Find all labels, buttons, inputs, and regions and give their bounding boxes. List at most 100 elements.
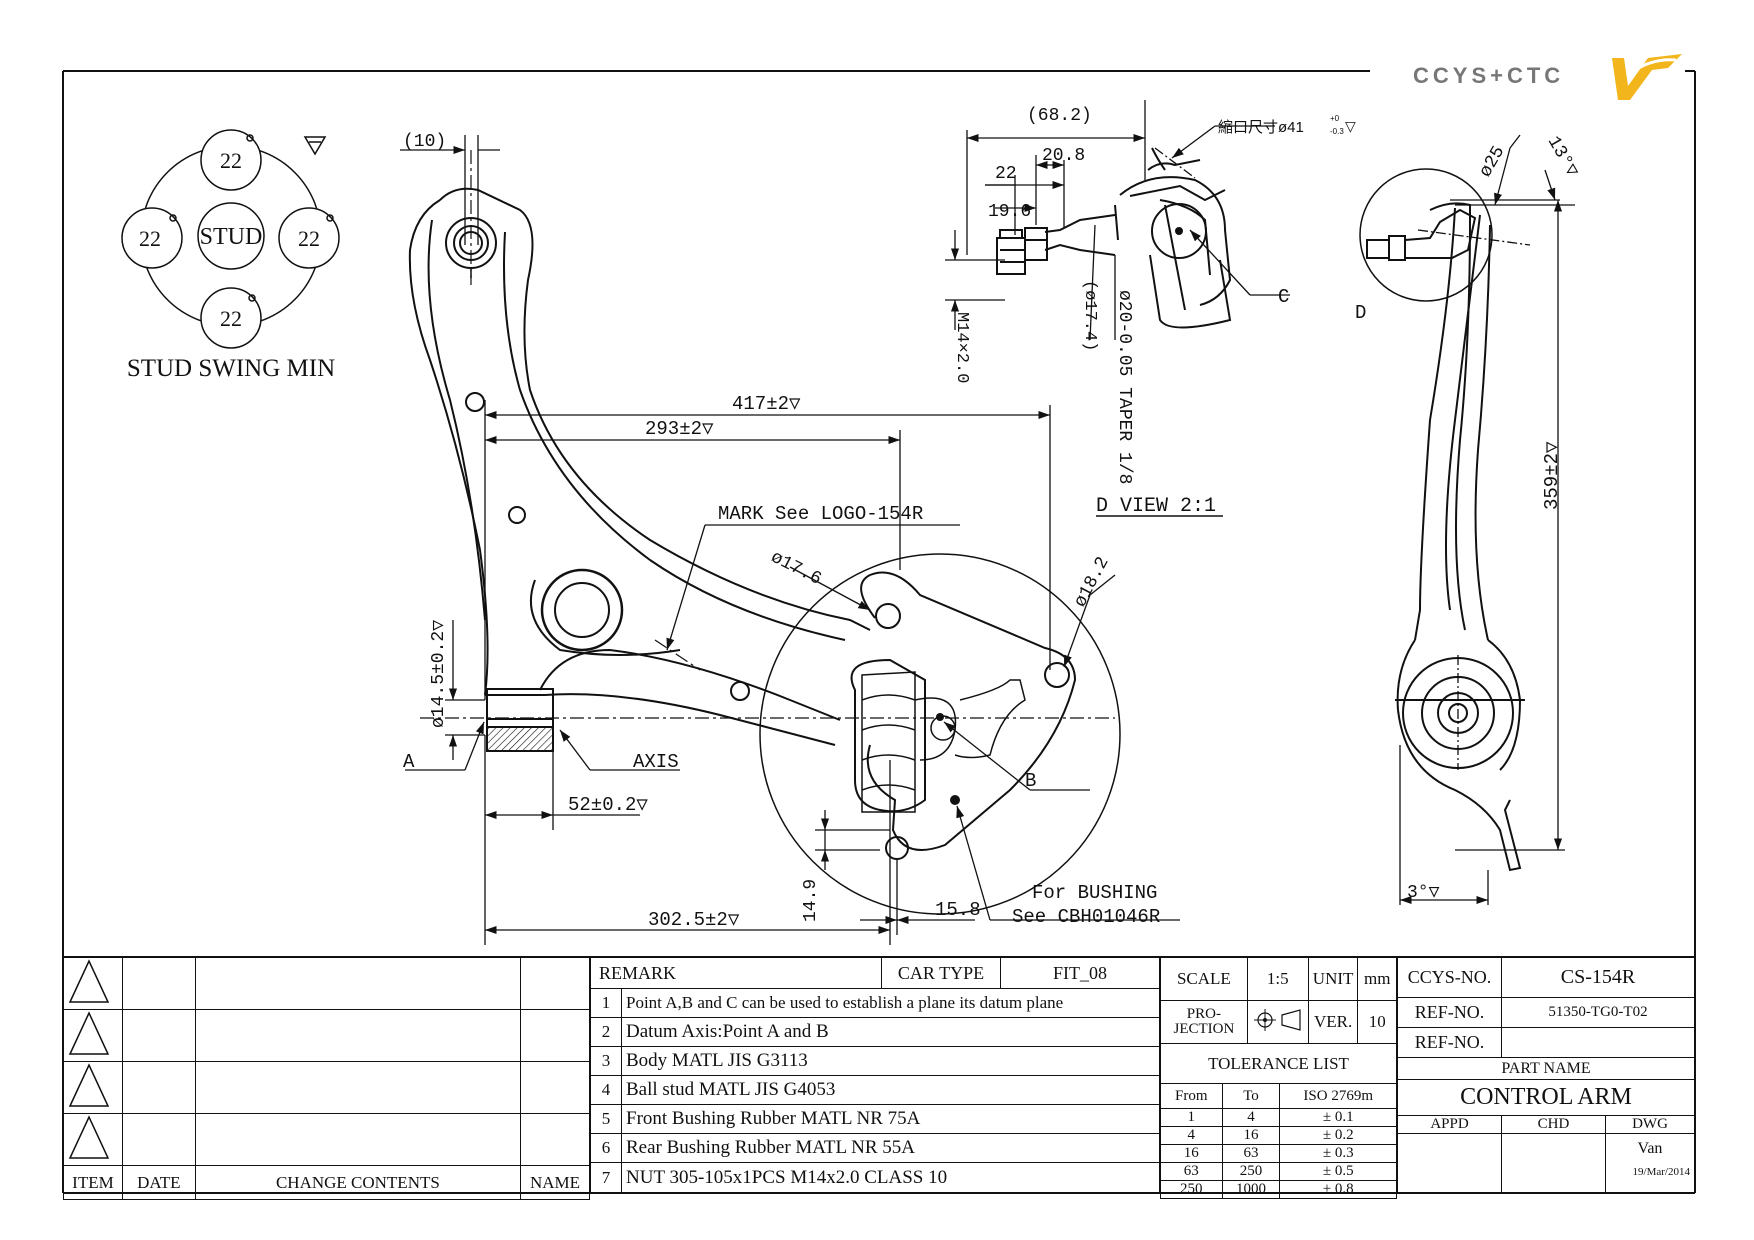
dim-417: 417±2▽ [732, 393, 801, 415]
appd-label: APPD [1397, 1115, 1502, 1134]
dim-52: 52±0.2▽ [568, 794, 648, 816]
angle-3: 3°▽ [1407, 883, 1440, 903]
dim-293: 293±2▽ [645, 418, 714, 440]
chd-label: CHD [1501, 1115, 1606, 1134]
d-view-detail [996, 147, 1232, 329]
dim-15-8: 15.8 [935, 899, 981, 921]
tol-from: 4 [1160, 1126, 1223, 1145]
shrink-tri: ▽ [1345, 118, 1356, 134]
ref-no-label: REF-NO. [1397, 997, 1502, 1028]
point-c-label: C [1278, 286, 1289, 308]
ver-label: VER. [1307, 1000, 1359, 1044]
tol-to: 4 [1221, 1108, 1281, 1127]
remark-text: Body MATL JIS G3113 [621, 1046, 1160, 1076]
d-view-title: D VIEW 2:1 [1096, 495, 1216, 518]
logo-mark-icon [1612, 54, 1682, 100]
revision-name-header: NAME [520, 1165, 590, 1200]
dim-359: 359±2▽ [1541, 441, 1563, 510]
tol-from: 16 [1160, 1144, 1223, 1163]
remark-header: REMARK [590, 957, 882, 989]
point-d-label: D [1355, 302, 1366, 324]
stud-swing-left: 22 [139, 226, 161, 251]
tol-to: 16 [1221, 1126, 1281, 1145]
logo-text: CCYS+CTC [1413, 63, 1564, 88]
dia-18-2: ø18.2 [1071, 554, 1114, 611]
tol-header-from: From [1160, 1083, 1223, 1109]
stud-swing-title: STUD SWING MIN [127, 355, 335, 382]
part-name-value: CONTROL ARM [1397, 1079, 1695, 1116]
tol-from: 1 [1160, 1108, 1223, 1127]
dim-20-8: 20.8 [1042, 146, 1085, 166]
revision-triangle-icon [68, 959, 110, 1003]
main-view-dimensions [400, 135, 1180, 945]
remark-text: Ball stud MATL JIS G4053 [621, 1075, 1160, 1105]
scale-value: 1:5 [1246, 957, 1309, 1001]
control-arm-side-view [1359, 168, 1525, 872]
stud-swing-top: 22 [220, 148, 242, 173]
dia-25: ø25 [1476, 143, 1510, 181]
projection-label-2: JECTION [1173, 1021, 1235, 1037]
stud-swing-center: STUD [200, 224, 263, 250]
axis-label: AXIS [633, 751, 679, 773]
remark-text: Datum Axis:Point A and B [621, 1017, 1160, 1047]
revision-triangle-icon [68, 1063, 110, 1107]
angle-13: 13°▽ [1543, 133, 1582, 181]
ccys-no-value: CS-154R [1501, 957, 1695, 998]
ref-no-2-value [1501, 1027, 1695, 1058]
drawing-date: 19/Mar/2014 [1632, 1166, 1690, 1178]
projection-label-1: PRO- [1186, 1006, 1221, 1022]
tol-to: 250 [1221, 1162, 1281, 1181]
logo-swoosh-icon [1629, 58, 1677, 76]
point-a-label: A [403, 751, 415, 773]
shrink-tol-up: +0 [1330, 114, 1340, 123]
side-view-dimensions [1399, 134, 1575, 905]
remark-number: 1 [590, 988, 622, 1018]
tol-from: 63 [1160, 1162, 1223, 1181]
remark-number: 5 [590, 1104, 622, 1134]
car-type-label: CAR TYPE [881, 957, 1001, 989]
title-block: ITEM DATE CHANGE CONTENTS NAME REMARK CA… [63, 957, 1695, 1200]
tolerance-title: TOLERANCE LIST [1160, 1043, 1397, 1084]
main-view-centerlines [420, 150, 1115, 719]
tol-header-iso: ISO 2769m [1279, 1083, 1397, 1109]
unit-value: mm [1357, 957, 1397, 1001]
remark-text: Rear Bushing Rubber MATL NR 55A [621, 1133, 1160, 1163]
scale-label: SCALE [1160, 957, 1248, 1001]
thread-label: M14×2.0 [952, 312, 971, 383]
point-b-label: B [1025, 770, 1036, 792]
dia-14-5: ø14.5±0.2▽ [429, 620, 449, 728]
stud-swing-bottom: 22 [220, 306, 242, 331]
ref-no-value: 51350-TG0-T02 [1501, 997, 1695, 1028]
tol-to: 63 [1221, 1144, 1281, 1163]
dim-68-2: (68.2) [1027, 106, 1092, 126]
part-info-table: CCYS-NO.CS-154R REF-NO.51350-TG0-T02 REF… [1397, 957, 1695, 1194]
revision-table: ITEM DATE CHANGE CONTENTS NAME [63, 957, 590, 1200]
tol-value: ± 0.3 [1279, 1144, 1397, 1163]
control-arm-main-view [408, 187, 1121, 915]
revision-triangle-icon [68, 1115, 110, 1159]
d-view-dimensions [945, 100, 1290, 341]
revision-change-header: CHANGE CONTENTS [194, 1165, 522, 1200]
ccys-no-label: CCYS-NO. [1397, 957, 1502, 998]
shrink-label: 縮口尺寸ø41 [1218, 119, 1304, 136]
dim-22: 22 [995, 164, 1017, 184]
remark-number: 6 [590, 1133, 622, 1163]
remark-number: 4 [590, 1075, 622, 1105]
company-logo: CCYS+CTC [1413, 54, 1682, 100]
dia-17-4: (ø17.4) [1080, 280, 1099, 351]
remark-text: NUT 305-105x1PCS M14x2.0 CLASS 10 [621, 1162, 1160, 1194]
point-b-marker [936, 713, 944, 721]
dim-302-5: 302.5±2▽ [648, 909, 740, 931]
remark-text: Point A,B and C can be used to establish… [621, 988, 1160, 1018]
shrink-tol-dn: -0.3 [1330, 127, 1344, 136]
tol-value: ± 0.1 [1279, 1108, 1397, 1127]
part-name-label: PART NAME [1397, 1057, 1695, 1080]
point-c-marker [950, 795, 960, 805]
tol-value: ± 0.5 [1279, 1162, 1397, 1181]
dim-19-6: 19.6 [988, 202, 1031, 222]
tol-value: ± 0.2 [1279, 1126, 1397, 1145]
dim-10: (10) [403, 132, 446, 152]
ver-value: 10 [1357, 1000, 1397, 1044]
